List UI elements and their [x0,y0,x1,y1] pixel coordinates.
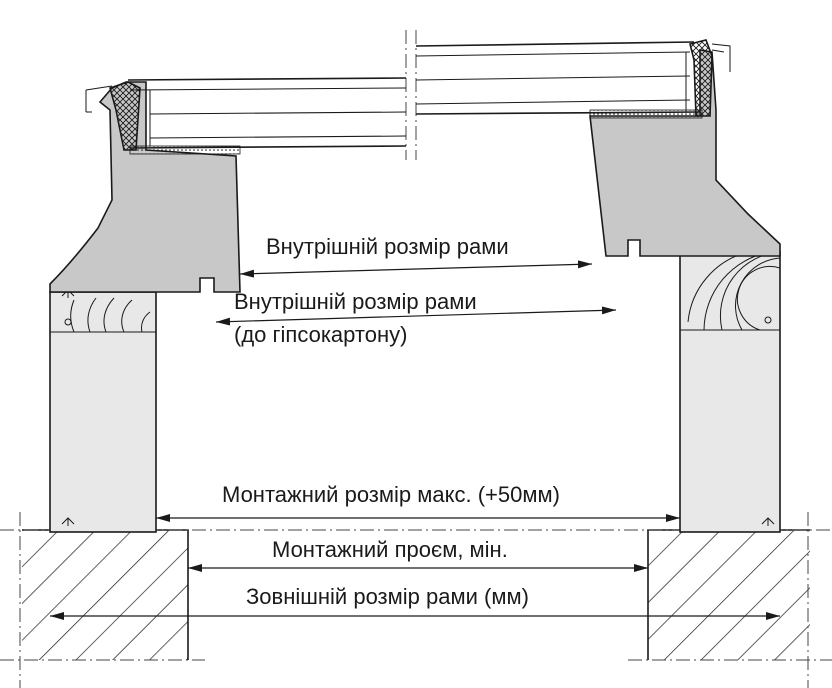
label-inner-frame-drywall-note: (до гіпсокартону) [234,322,407,347]
label-mounting-max: Монтажний розмір макс. (+50мм) [222,482,560,507]
concrete-wall-left [22,529,189,660]
upstand-left [49,289,157,533]
label-outer-frame: Зовнішній розмір рами (мм) [246,584,529,609]
glazing-right [415,41,701,115]
dimension-lines [50,260,780,620]
upstand-right [679,243,781,533]
label-inner-frame: Внутрішній розмір рами [266,234,509,259]
dimension-labels: Внутрішній розмір рами Внутрішній розмір… [222,234,560,609]
frame-profile-left [49,81,241,293]
glazing-left [127,77,407,155]
concrete-wall-right [647,529,810,660]
dim-inner-frame-drywall [215,306,617,326]
frame-profile-right [589,39,781,257]
dim-inner-frame [239,260,593,278]
label-inner-frame-drywall: Внутрішній розмір рами [234,289,477,314]
label-mounting-opening: Монтажний проєм, мін. [272,537,508,562]
